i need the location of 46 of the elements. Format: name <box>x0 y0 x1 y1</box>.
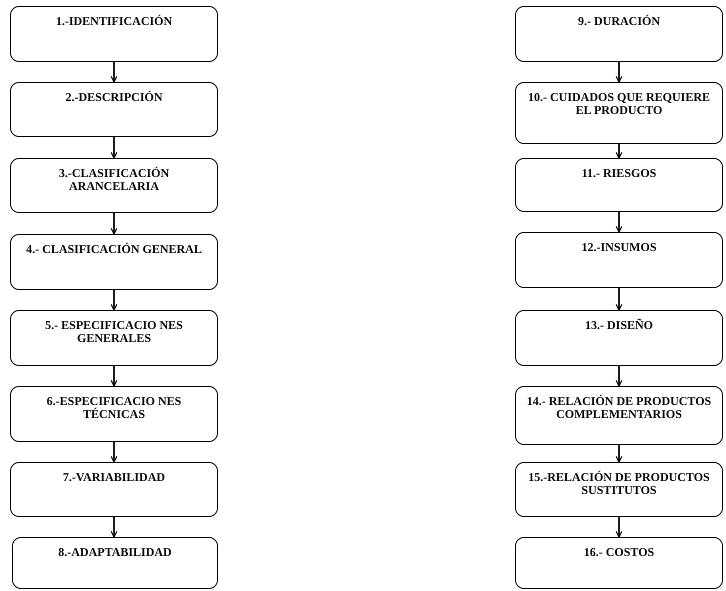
box-label: 6.-ESPECIFICACIO NES TÉCNICAS <box>46 395 182 420</box>
box-label: 14.- RELACIÓN DE PRODUCTOS COMPLEMENTARIOS <box>526 395 712 420</box>
box-label: 9.- DURACIÓN <box>577 15 661 28</box>
process-box <box>515 462 723 517</box>
arrow <box>110 517 118 538</box>
box-label: 7.-VARIABILIDAD <box>62 471 166 484</box>
arrow <box>616 517 622 538</box>
box-label: 15.-RELACIÓN DE PRODUCTOS SUSTITUTOS <box>527 471 711 496</box>
arrow <box>110 290 118 311</box>
arrow <box>616 445 622 463</box>
arrow <box>110 62 118 83</box>
box-label: 8.-ADAPTABILIDAD <box>57 546 173 559</box>
process-box <box>515 310 723 366</box>
arrow <box>110 442 118 463</box>
process-box <box>10 462 218 517</box>
process-box <box>515 82 723 144</box>
process-box <box>10 82 218 137</box>
box-label: 10.- CUIDADOS QUE REQUIERE EL PRODUCTO <box>526 91 712 116</box>
arrow <box>616 366 622 387</box>
process-box <box>10 310 218 366</box>
process-box <box>515 537 723 589</box>
process-box <box>12 537 218 589</box>
box-label: 5.- ESPECIFICACIO NES GENERALES <box>44 319 184 344</box>
process-box <box>515 386 723 445</box>
process-box <box>515 6 723 62</box>
process-box <box>515 232 723 288</box>
box-label: 1.-IDENTIFICACIÓN <box>54 15 174 28</box>
process-box <box>10 386 218 442</box>
process-box <box>10 234 218 290</box>
arrow <box>616 288 622 311</box>
process-box <box>10 158 218 213</box>
box-label: 13.- DISEÑO <box>584 319 654 332</box>
arrow <box>616 212 622 233</box>
box-label: 11.- RIESGOS <box>580 167 658 180</box>
box-label: 12.-INSUMOS <box>580 241 658 254</box>
arrow <box>616 144 622 159</box>
box-label: 4.- CLASIFICACIÓN GENERAL <box>25 243 203 256</box>
process-box <box>10 6 218 62</box>
arrow <box>616 62 622 83</box>
arrow <box>110 366 118 387</box>
arrow <box>110 213 118 235</box>
box-label: 16.- COSTOS <box>582 546 656 559</box>
process-box <box>515 158 723 212</box>
box-label: 2.-DESCRIPCIÓN <box>64 91 164 104</box>
arrow <box>110 137 118 159</box>
box-label: 3.-CLASIFICACIÓN ARANCELARIA <box>58 167 170 192</box>
